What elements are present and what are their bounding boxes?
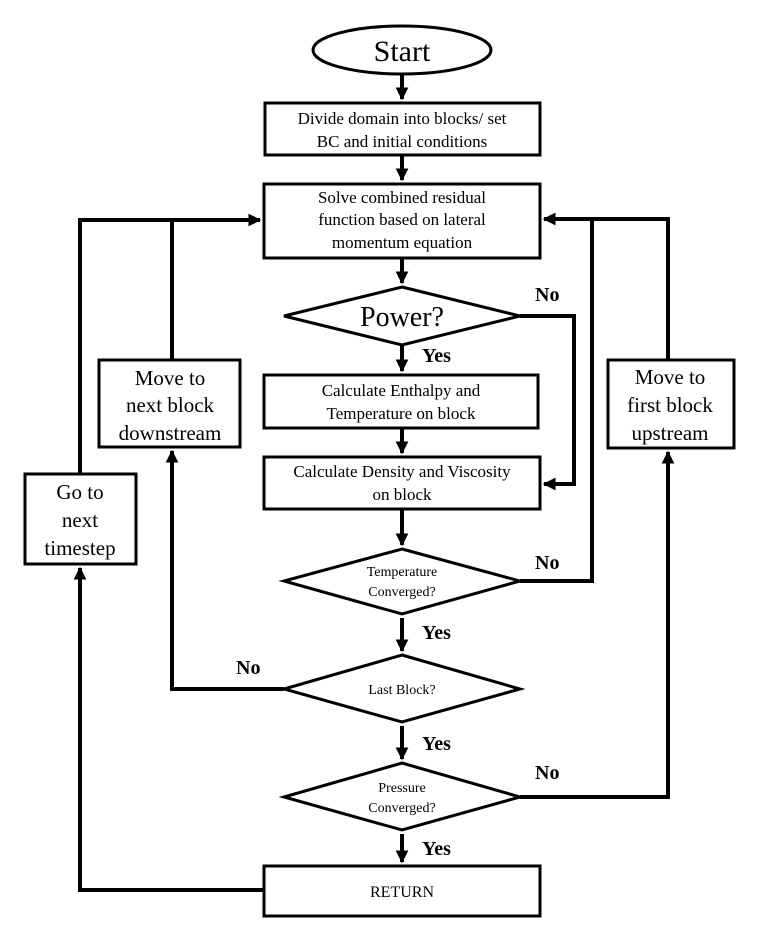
start-label: Start	[374, 35, 431, 68]
presconv-line1: Pressure	[378, 781, 425, 796]
divide-line1: Divide domain into blocks/ set	[298, 109, 507, 128]
label-temp-no: No	[535, 552, 559, 574]
tempconv-line1: Temperature	[367, 565, 438, 580]
movedown-line3: downstream	[119, 421, 222, 445]
nextts-line2: next	[62, 508, 98, 532]
movedown-line2: next block	[126, 393, 215, 417]
edge-labels: No Yes No Yes No Yes No Yes	[236, 284, 559, 860]
node-last-block: Last Block?	[278, 653, 526, 724]
movedown-line1: Move to	[135, 366, 206, 390]
nextts-line1: Go to	[56, 480, 103, 504]
edges	[73, 74, 675, 892]
node-return: RETURN	[262, 864, 542, 918]
label-last-no: No	[236, 657, 260, 679]
divide-line2: BC and initial conditions	[317, 132, 487, 151]
edge-moveup-solve	[592, 217, 670, 360]
moveup-line3: upstream	[632, 421, 709, 445]
node-solve: Solve combined residual function based o…	[262, 182, 542, 260]
edge-movedown-solve	[170, 213, 262, 360]
node-pressure-converged: Pressure Converged?	[278, 761, 526, 832]
presconv-line2: Converged?	[368, 801, 435, 816]
node-power-decision: Power?	[283, 285, 521, 347]
return-label: RETURN	[370, 884, 434, 901]
node-density: Calculate Density and Viscosity on block	[262, 455, 542, 511]
density-line2: on block	[372, 485, 432, 504]
node-move-downstream: Move to next block downstream	[97, 358, 242, 449]
label-pres-yes: Yes	[422, 838, 451, 860]
label-pres-no: No	[535, 762, 559, 784]
moveup-line1: Move to	[635, 365, 706, 389]
edge-nextts-solve	[78, 218, 172, 474]
edge-presconv-moveup-no	[520, 450, 675, 799]
solve-line2: function based on lateral	[318, 210, 486, 229]
node-move-upstream: Move to first block upstream	[606, 358, 736, 450]
label-last-yes: Yes	[422, 733, 451, 755]
node-enthalpy: Calculate Enthalpy and Temperature on bl…	[262, 373, 540, 430]
node-divide: Divide domain into blocks/ set BC and in…	[263, 101, 542, 157]
moveup-line2: first block	[627, 393, 713, 417]
node-temperature-converged: Temperature Converged?	[278, 547, 526, 616]
label-power-yes: Yes	[422, 345, 451, 367]
solve-line1: Solve combined residual	[318, 188, 486, 207]
label-power-no: No	[535, 284, 559, 306]
node-next-timestep: Go to next timestep	[23, 472, 138, 566]
solve-line3: momentum equation	[332, 233, 473, 252]
density-line1: Calculate Density and Viscosity	[293, 462, 511, 481]
node-start: Start	[311, 24, 493, 76]
power-label: Power?	[360, 302, 444, 333]
edge-power-density-no	[520, 314, 576, 491]
edge-return-nextts	[73, 566, 264, 892]
enthalpy-line2: Temperature on block	[327, 404, 476, 423]
tempconv-line2: Converged?	[368, 585, 435, 600]
label-temp-yes: Yes	[422, 622, 451, 644]
lastblock-label: Last Block?	[368, 683, 435, 698]
nextts-line3: timestep	[44, 536, 115, 560]
enthalpy-line1: Calculate Enthalpy and	[322, 381, 481, 400]
edge-tempconv-solve-no	[520, 212, 594, 583]
edge-lastblock-movedown-no	[165, 449, 284, 691]
